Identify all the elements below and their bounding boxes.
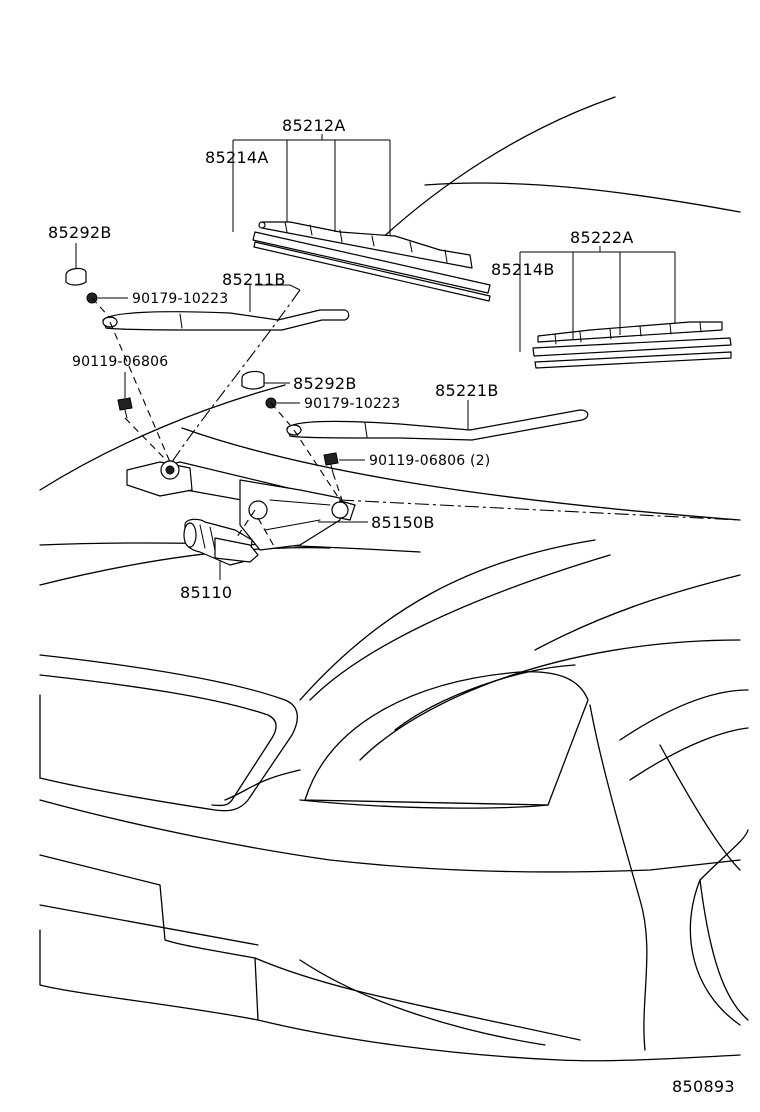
callout-85221B: 85221B (435, 381, 499, 400)
callout-85150B: 85150B (371, 513, 435, 532)
right-wiper-arm (286, 409, 589, 441)
callout-85214B: 85214B (491, 260, 555, 279)
callout-90179-10223-mid: 90179-10223 (304, 396, 400, 412)
callout-90119-06806-left: 90119-06806 (72, 354, 168, 370)
leader-lines (75, 134, 676, 580)
assembly-dashed-lines (91, 289, 741, 549)
callout-85211B: 85211B (222, 270, 286, 289)
callout-85222A: 85222A (570, 228, 634, 247)
wiper-motor (183, 518, 259, 566)
pivot-cap-top (65, 267, 87, 286)
callout-90179-10223-top: 90179-10223 (132, 291, 228, 307)
callout-labels: 85212A 85214A 85292B 85211B 90179-10223 … (48, 116, 735, 1096)
bolt-left (117, 397, 133, 419)
callout-85212A: 85212A (282, 116, 346, 135)
catalog-number: 850893 (672, 1077, 735, 1096)
callout-85292B-mid: 85292B (293, 374, 357, 393)
callout-85214A: 85214A (205, 148, 269, 167)
pivot-cap-mid (241, 370, 265, 390)
bolt-right (323, 452, 339, 474)
callout-85292B-top: 85292B (48, 223, 112, 242)
car-body-outline (39, 96, 749, 1062)
left-wiper-arm (102, 309, 350, 331)
left-wiper-blade (252, 221, 491, 302)
callout-90119-06806-right: 90119-06806 (2) (369, 453, 490, 469)
right-wiper-blade (532, 321, 732, 369)
callout-85110: 85110 (180, 583, 232, 602)
